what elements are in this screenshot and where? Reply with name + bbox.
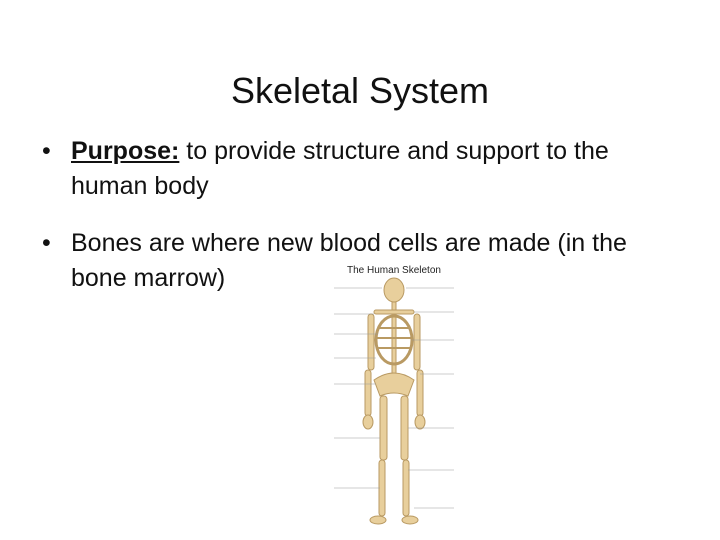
figure-caption: The Human Skeleton — [347, 265, 441, 276]
clavicle-icon — [373, 309, 415, 315]
right-arm-icon — [413, 313, 421, 371]
bullet-marker: • — [42, 229, 51, 257]
right-leg-icon — [400, 395, 409, 461]
bullet-text: Bones are where new blood cells are made… — [71, 229, 627, 292]
human-skeleton-icon: The Human Skeleton — [334, 265, 454, 525]
skull-icon — [383, 277, 405, 303]
pelvis-icon — [373, 372, 415, 397]
skeleton-figure: The Human Skeleton — [328, 262, 460, 532]
bullet-lead: Purpose: — [71, 137, 180, 165]
annotation-lines — [334, 287, 454, 509]
left-leg-icon — [379, 395, 388, 461]
left-arm-icon — [367, 313, 375, 371]
bullet-text: to provide structure and support to the … — [71, 137, 609, 200]
bullet-purpose: • Purpose: to provide structure and supp… — [40, 134, 680, 204]
bullet-list: • Purpose: to provide structure and supp… — [40, 134, 680, 318]
bullet-marker: • — [42, 137, 51, 165]
slide-title: Skeletal System — [230, 70, 490, 112]
bullet-bones: • Bones are where new blood cells are ma… — [40, 226, 680, 296]
